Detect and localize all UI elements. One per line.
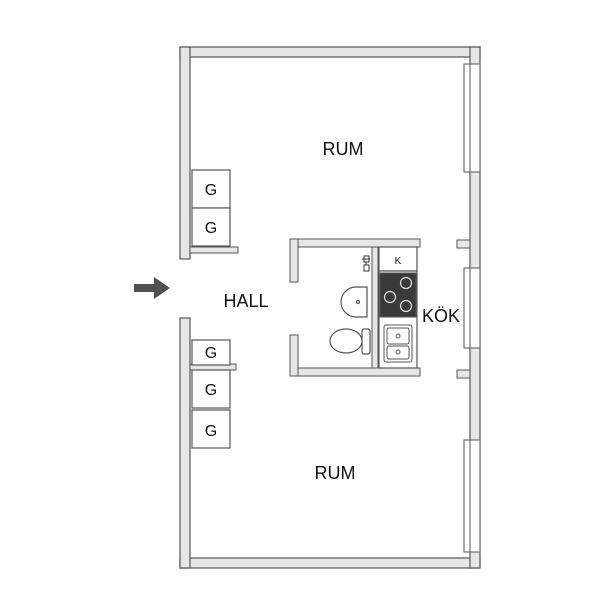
right-wall-stubs xyxy=(456,239,471,379)
wardrobe-1 xyxy=(191,169,231,209)
entrance-arrow-icon xyxy=(134,277,170,299)
wardrobe-3 xyxy=(191,339,231,366)
fridge-label: K xyxy=(395,256,402,267)
wardrobe-label-4: G xyxy=(205,382,217,399)
wardrobe-label-2: G xyxy=(205,220,217,237)
room-label-hall: HALL xyxy=(223,291,268,311)
stove-icon xyxy=(379,272,417,318)
wall-bottom xyxy=(179,557,481,569)
wardrobe-2 xyxy=(191,207,231,247)
wardrobe-5 xyxy=(191,409,231,449)
wardrobes xyxy=(191,169,231,449)
room-label-rum-bottom: RUM xyxy=(315,463,356,483)
windows xyxy=(463,63,481,553)
wall-left-upper xyxy=(179,46,191,260)
wall-left-lower xyxy=(179,317,191,569)
room-label-rum-top: RUM xyxy=(323,139,364,159)
window-middle xyxy=(463,267,481,349)
window-top xyxy=(463,63,481,173)
toilet-icon xyxy=(329,328,371,355)
sink-icon xyxy=(383,324,413,363)
wardrobe-label-3: G xyxy=(205,345,217,362)
wall-top xyxy=(179,46,481,58)
bathroom-walls xyxy=(289,238,421,377)
room-label-kitchen: KÖK xyxy=(422,306,460,326)
wardrobe-4 xyxy=(191,369,231,409)
window-bottom xyxy=(463,439,481,553)
wardrobe-label-5: G xyxy=(205,423,217,440)
faucet-icon xyxy=(362,255,370,272)
washbasin-icon xyxy=(340,286,368,318)
wardrobe-label-1: G xyxy=(205,182,217,199)
